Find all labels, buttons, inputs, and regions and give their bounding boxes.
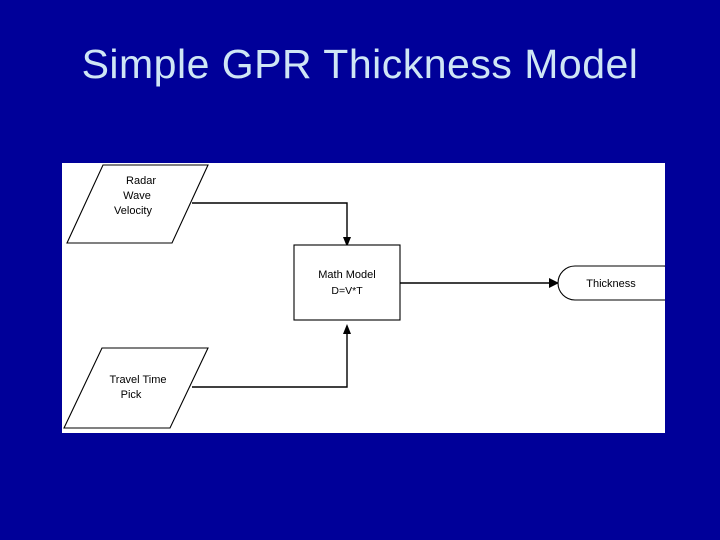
node-radar-wave-velocity[interactable]: Radar Wave Velocity bbox=[66, 164, 209, 244]
node-travel-time-pick[interactable]: Travel Time Pick bbox=[63, 347, 209, 429]
rectangle-shape bbox=[293, 244, 401, 321]
node-label-line-1: Math Model bbox=[318, 269, 375, 281]
node-label-line-2: D=V*T bbox=[331, 285, 363, 297]
page-title: Simple GPR Thickness Model bbox=[81, 41, 639, 87]
edge-traveltime-to-model bbox=[192, 324, 351, 388]
node-label-line-1: Radar bbox=[126, 175, 156, 187]
node-label-line-1: Travel Time bbox=[109, 374, 166, 386]
edge-model-to-thickness bbox=[400, 278, 559, 288]
node-label-line-3: Velocity bbox=[114, 205, 152, 217]
arrowhead-up-icon bbox=[343, 324, 351, 334]
arrowhead-down-icon bbox=[343, 237, 351, 247]
node-label-line-2: Pick bbox=[121, 389, 142, 401]
diagram-panel: Radar Wave Velocity Math Model D=V*T Tra… bbox=[62, 163, 665, 433]
node-label-line-1: Thickness bbox=[586, 278, 636, 290]
rounded-rectangle-shape bbox=[557, 265, 665, 301]
parallelogram-shape bbox=[63, 347, 209, 429]
arrowhead-right-icon bbox=[549, 278, 559, 288]
flowchart-svg: Radar Wave Velocity Math Model D=V*T Tra… bbox=[63, 164, 665, 429]
node-math-model[interactable]: Math Model D=V*T bbox=[293, 244, 401, 321]
node-thickness[interactable]: Thickness bbox=[557, 265, 665, 301]
node-label-line-2: Wave bbox=[123, 190, 151, 202]
parallelogram-shape bbox=[66, 164, 209, 244]
edge-velocity-to-model bbox=[192, 202, 351, 247]
